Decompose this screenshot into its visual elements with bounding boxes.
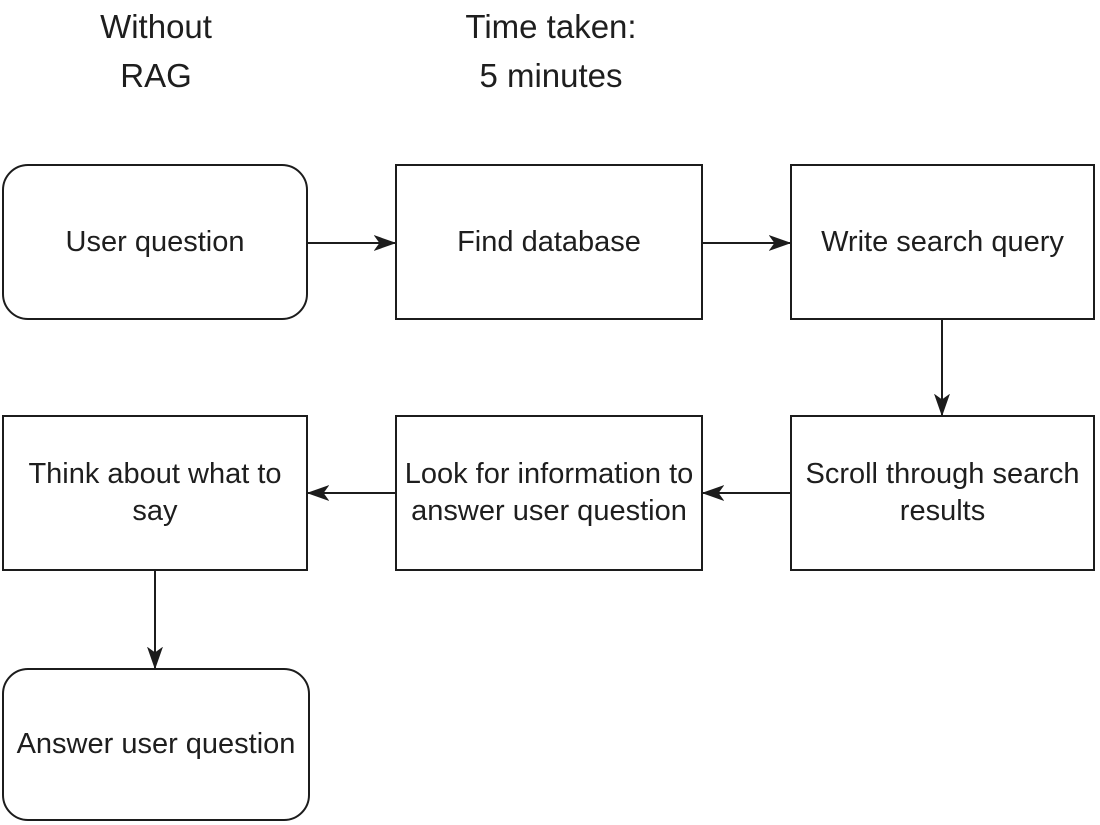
node-scroll-search-results: Scroll through search results — [790, 415, 1095, 571]
node-write-search-query: Write search query — [790, 164, 1095, 320]
node-scroll-search-results-label: Scroll through search results — [805, 458, 1080, 527]
node-find-database: Find database — [395, 164, 703, 320]
diagram-title-without-rag: Without RAG — [100, 8, 212, 94]
node-user-question-label: User question — [65, 225, 245, 258]
node-answer-user-question-label: Answer user question — [16, 728, 296, 761]
node-think-what-to-say-label: Think about what to say — [28, 458, 282, 527]
node-look-for-information-label: Look for information to answer user ques… — [404, 458, 694, 527]
node-find-database-label: Find database — [457, 225, 641, 258]
node-answer-user-question: Answer user question — [2, 668, 310, 821]
node-user-question: User question — [2, 164, 308, 320]
node-write-search-query-label: Write search query — [821, 225, 1064, 258]
node-look-for-information: Look for information to answer user ques… — [395, 415, 703, 571]
diagram-title-time-taken: Time taken: 5 minutes — [465, 8, 637, 94]
node-think-what-to-say: Think about what to say — [2, 415, 308, 571]
